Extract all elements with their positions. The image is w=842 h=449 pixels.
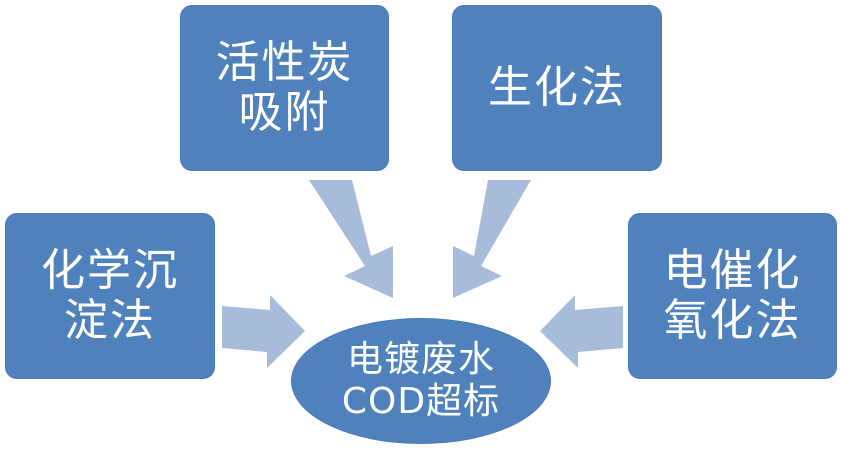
arrow-chemical-precipitation-to-center [222, 295, 305, 368]
center-label-line-1: 电镀废水 [346, 339, 495, 380]
method-box-biochemical: 生化法 [452, 5, 662, 171]
method-label-line-1: 化学沉 [41, 245, 179, 296]
method-label-line-2: 氧化法 [663, 295, 802, 346]
method-box-activated-carbon: 活性炭 吸附 [180, 5, 389, 171]
arrow-electro-oxidation-to-center [540, 295, 623, 368]
method-label-line-2: 淀法 [64, 295, 156, 346]
center-label-line-2: COD超标 [341, 381, 501, 422]
method-box-electro-oxidation: 电催化 氧化法 [628, 213, 837, 379]
method-label-line-2: 吸附 [238, 87, 331, 138]
method-label-line-1: 电催化 [663, 245, 802, 296]
method-label-line-1: 活性炭 [215, 37, 354, 88]
method-box-chemical-precipitation: 化学沉 淀法 [5, 213, 215, 379]
arrow-activated-carbon-to-center [309, 180, 393, 298]
center-problem-ellipse: 电镀废水 COD超标 [291, 318, 551, 444]
method-label-line-1: 生化法 [488, 62, 626, 113]
arrow-biochemical-to-center [453, 180, 531, 298]
